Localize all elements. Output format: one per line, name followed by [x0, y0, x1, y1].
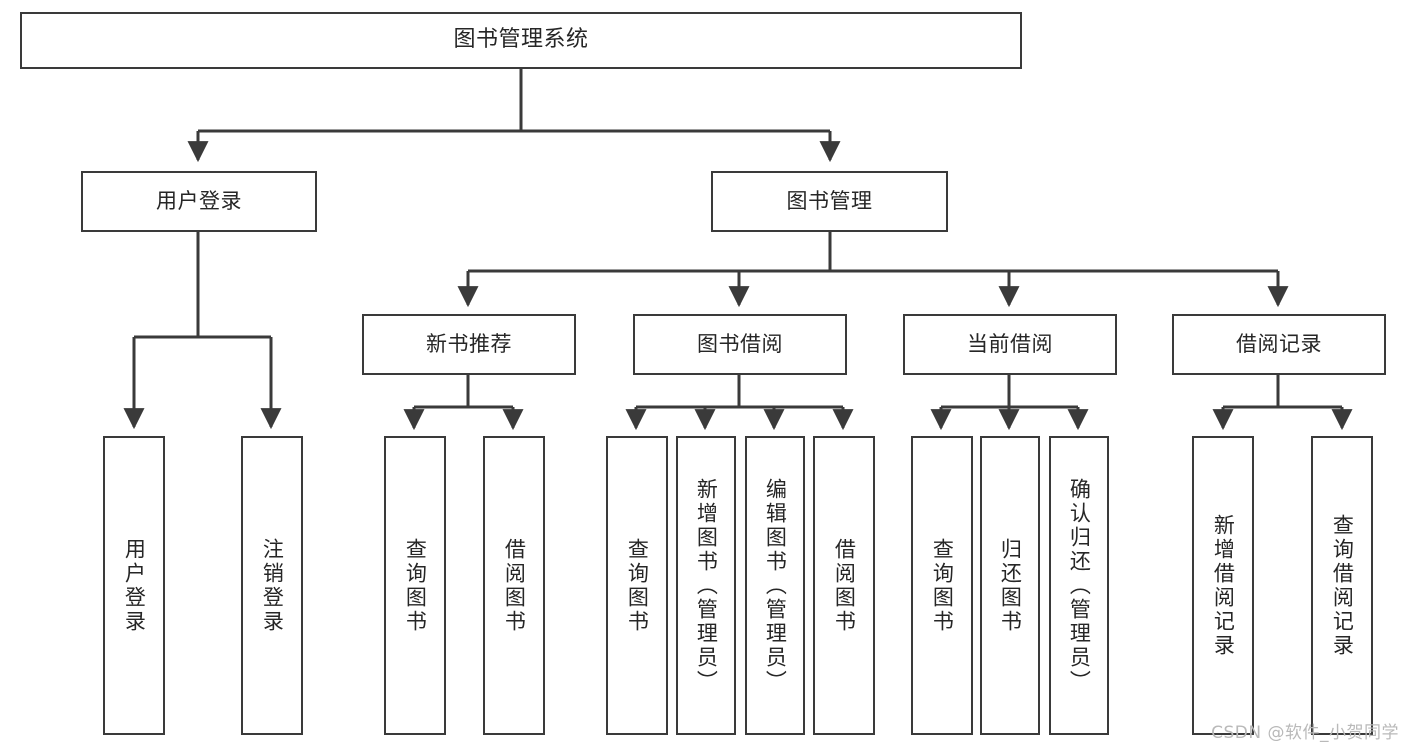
leaf-current-confirm-return-admin[interactable]: 确认归还（管理员） [1049, 436, 1109, 735]
leaf-newbook-query-book[interactable]: 查询图书 [384, 436, 446, 735]
leaf-user-login[interactable]: 用户登录 [103, 436, 165, 735]
node-label: 用户登录 [122, 537, 147, 634]
node-label: 新增借阅记录 [1211, 513, 1236, 658]
leaf-records-query-record[interactable]: 查询借阅记录 [1311, 436, 1373, 735]
node-label: 图书借阅 [697, 331, 783, 356]
node-current-borrow[interactable]: 当前借阅 [903, 314, 1117, 375]
csdn-watermark: CSDN @软件_小贺同学 [1211, 723, 1399, 743]
leaf-newbook-borrow-book[interactable]: 借阅图书 [483, 436, 545, 735]
node-root-system[interactable]: 图书管理系统 [20, 12, 1022, 69]
node-label: 确认归还（管理员） [1067, 477, 1092, 694]
node-label: 当前借阅 [967, 331, 1053, 356]
node-book-borrow[interactable]: 图书借阅 [633, 314, 847, 375]
leaf-user-logout[interactable]: 注销登录 [241, 436, 303, 735]
node-label: 图书管理 [786, 188, 873, 213]
node-label: 图书管理系统 [453, 27, 589, 53]
leaf-borrow-query-book[interactable]: 查询图书 [606, 436, 668, 735]
leaf-borrow-add-book-admin[interactable]: 新增图书（管理员） [676, 436, 736, 735]
node-label: 新增图书（管理员） [694, 477, 719, 694]
node-user-login[interactable]: 用户登录 [81, 171, 317, 232]
leaf-current-return-book[interactable]: 归还图书 [980, 436, 1040, 735]
node-label: 借阅图书 [502, 537, 527, 634]
node-label: 借阅图书 [832, 537, 857, 634]
leaf-borrow-edit-book-admin[interactable]: 编辑图书（管理员） [745, 436, 805, 735]
node-label: 查询图书 [625, 537, 650, 634]
leaf-current-query-book[interactable]: 查询图书 [911, 436, 973, 735]
leaf-records-add-record[interactable]: 新增借阅记录 [1192, 436, 1254, 735]
leaf-borrow-borrow-book[interactable]: 借阅图书 [813, 436, 875, 735]
node-borrow-records[interactable]: 借阅记录 [1172, 314, 1386, 375]
node-label: 借阅记录 [1236, 331, 1322, 356]
node-label: 查询图书 [930, 537, 955, 634]
node-label: 新书推荐 [426, 331, 512, 356]
node-label: 用户登录 [156, 188, 242, 213]
node-new-book-recommend[interactable]: 新书推荐 [362, 314, 576, 375]
node-label: 归还图书 [998, 537, 1023, 634]
node-book-management[interactable]: 图书管理 [711, 171, 948, 232]
node-label: 查询图书 [403, 537, 428, 634]
node-label: 注销登录 [260, 537, 285, 634]
node-label: 查询借阅记录 [1330, 513, 1355, 658]
node-label: 编辑图书（管理员） [763, 477, 788, 694]
